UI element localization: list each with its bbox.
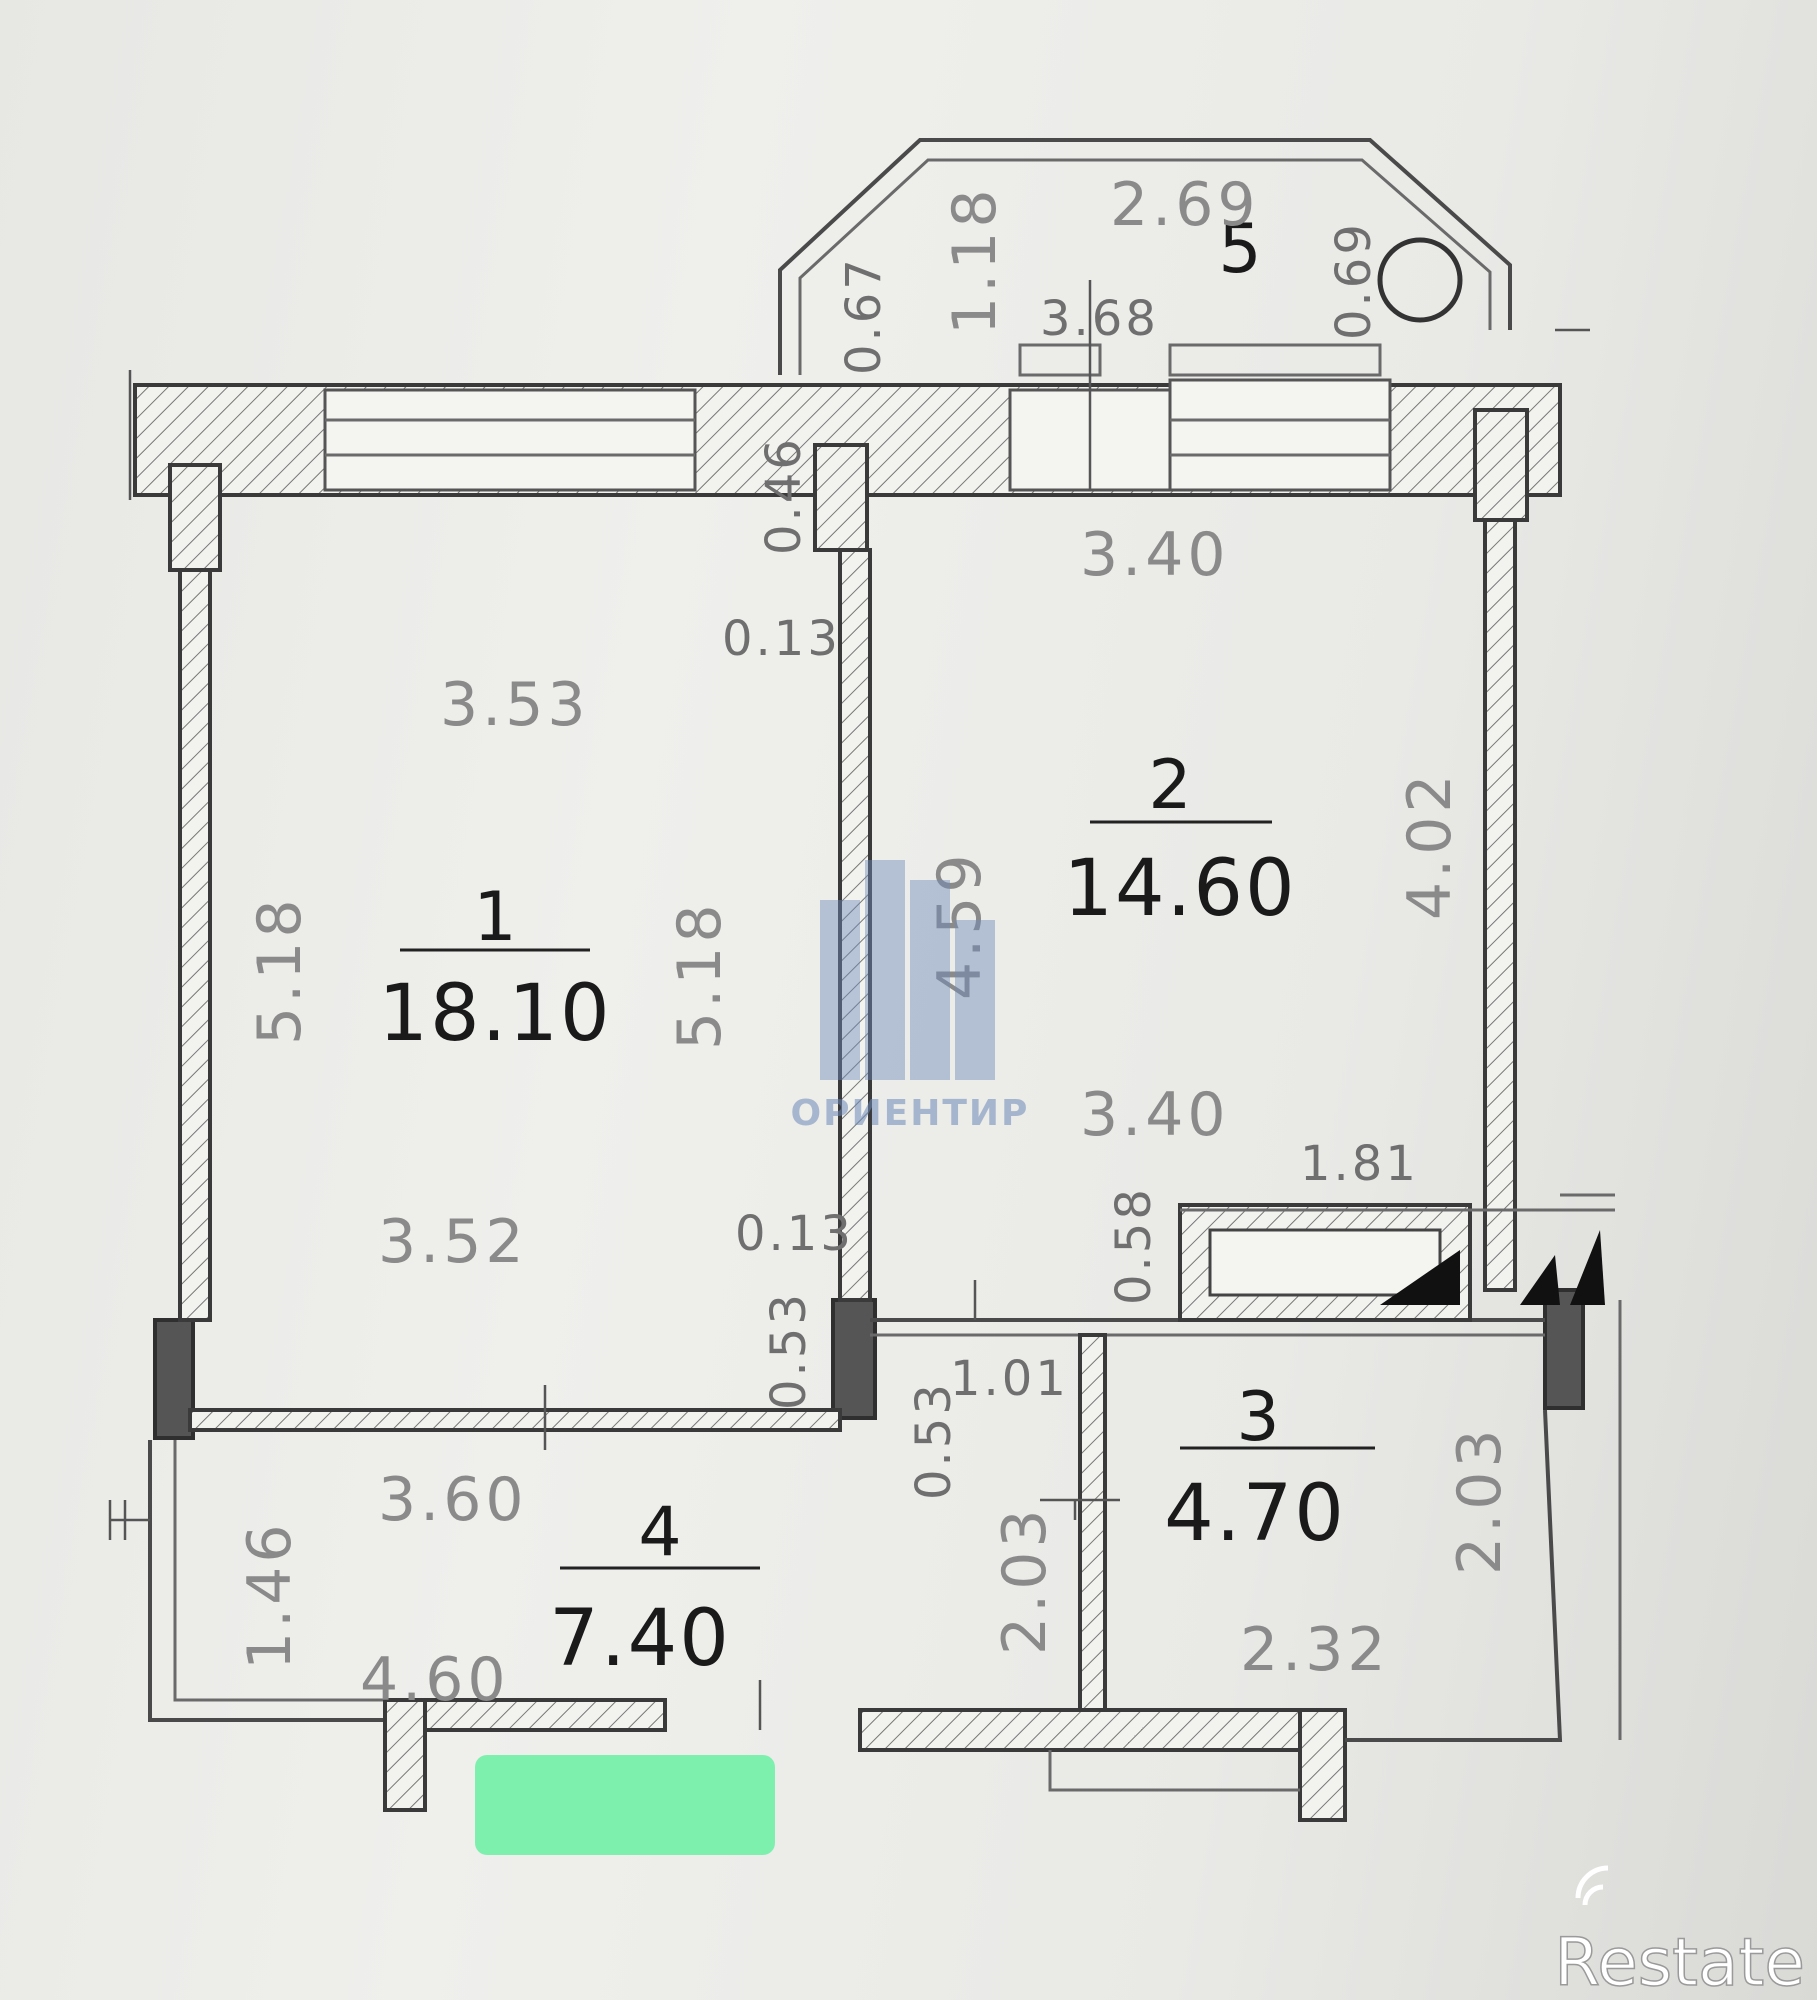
room-area-1: 18.10 <box>378 969 611 1059</box>
room-area-3: 4.70 <box>1164 1469 1346 1559</box>
dim-room2-4-02: 4.02 <box>1395 770 1465 920</box>
room-labels: 1 18.10 2 14.60 3 4.70 4 7.40 5 <box>378 210 1346 1684</box>
dim-balcony-2-69: 2.69 <box>1110 170 1260 240</box>
room-area-4: 7.40 <box>549 1594 731 1684</box>
balcony-outline <box>778 138 1512 377</box>
dim-partition-0-13-bottom: 0.13 <box>735 1206 854 1262</box>
dim-room3-2-03-left: 2.03 <box>990 1505 1060 1655</box>
dim-room4-3-60: 3.60 <box>378 1465 528 1535</box>
dim-partition-0-13-top: 0.13 <box>722 611 841 667</box>
outer-wall-top <box>128 328 1590 500</box>
dim-room1-3-53: 3.53 <box>440 670 590 740</box>
interior-walls <box>178 518 1615 1717</box>
dim-partition-0-46: 0.46 <box>756 436 812 555</box>
dim-room3-2-32: 2.32 <box>1240 1615 1390 1685</box>
outer-wall-bottom <box>108 1300 1622 1822</box>
dim-room1-5-18-right: 5.18 <box>665 900 735 1050</box>
room-number-4: 4 <box>638 1493 681 1572</box>
dim-partition-0-53-b: 0.53 <box>906 1381 962 1500</box>
room-number-2: 2 <box>1148 746 1191 825</box>
room-area-2: 14.60 <box>1063 844 1296 934</box>
dim-balcony-0-69: 0.69 <box>1326 221 1382 340</box>
window-room2 <box>1168 378 1392 492</box>
dim-balcony-3-68: 3.68 <box>1040 291 1159 347</box>
room-number-1: 1 <box>473 878 516 957</box>
dimension-labels: 2.69 1.18 3.68 0.67 0.69 3.53 5.18 5.18 … <box>235 170 1515 1715</box>
dim-partition-0-53-a: 0.53 <box>761 1291 817 1410</box>
site-watermark: Restate <box>1554 1865 1806 2000</box>
dim-room4-4-60: 4.60 <box>360 1645 510 1715</box>
dim-room2-1-81: 1.81 <box>1300 1136 1419 1192</box>
dim-room3-2-03-right: 2.03 <box>1445 1425 1515 1575</box>
dim-room2-3-40-top: 3.40 <box>1080 520 1230 590</box>
dim-room2-0-58: 0.58 <box>1106 1186 1162 1305</box>
window-room1 <box>323 388 697 492</box>
balcony-fixture-icon <box>1377 237 1463 323</box>
dim-room4-1-46: 1.46 <box>235 1520 305 1670</box>
signal-icon <box>1575 1865 1609 1906</box>
dim-partition-1-01: 1.01 <box>950 1351 1069 1407</box>
dim-balcony-0-67: 0.67 <box>836 256 892 375</box>
agency-watermark-text: ОРИЕНТИР <box>791 1093 1030 1134</box>
dim-room2-3-40-bottom: 3.40 <box>1080 1080 1230 1150</box>
dim-room1-5-18-left: 5.18 <box>245 895 315 1045</box>
room-number-5: 5 <box>1218 210 1261 289</box>
dim-room2-4-59: 4.59 <box>925 850 995 1000</box>
site-watermark-text: Restate <box>1554 1924 1805 2000</box>
dim-room1-3-52: 3.52 <box>378 1207 528 1277</box>
dimension-lines <box>400 280 1375 1730</box>
dim-balcony-1-18: 1.18 <box>940 185 1010 335</box>
room-number-3: 3 <box>1236 1378 1279 1457</box>
agency-watermark: ОРИЕНТИР <box>791 860 1030 1134</box>
meter-icon <box>1380 1250 1460 1305</box>
redaction-patch <box>475 1755 775 1855</box>
